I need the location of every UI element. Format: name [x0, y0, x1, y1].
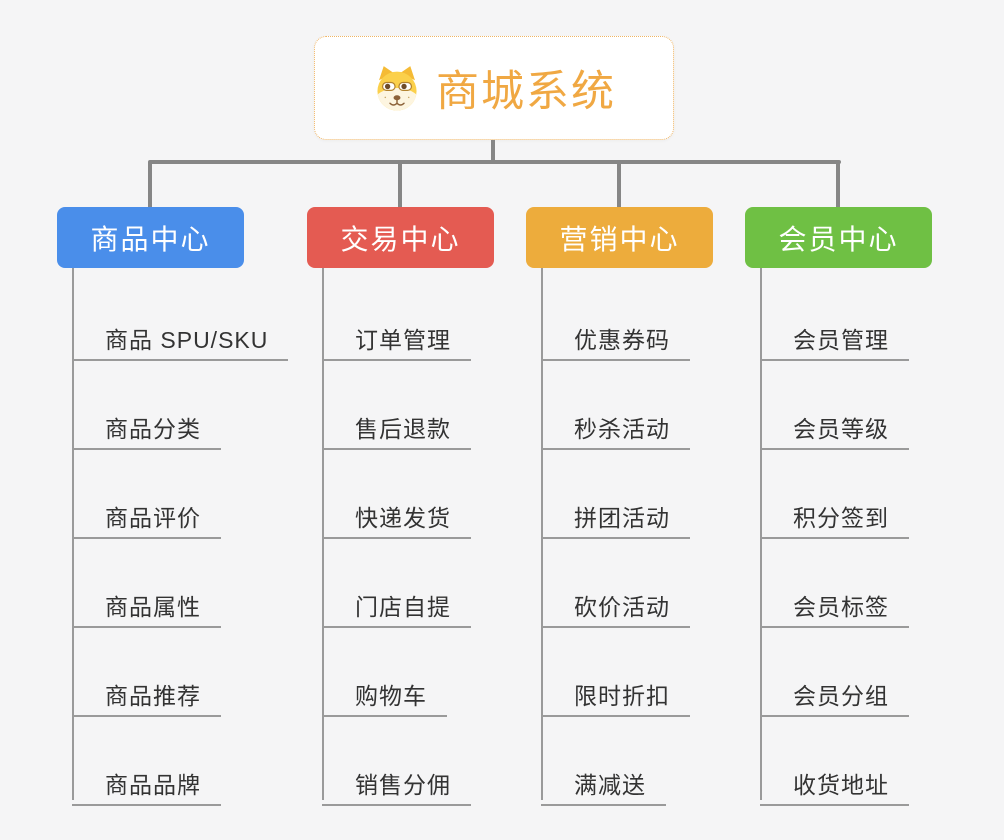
leaf-label: 会员分组 [793, 682, 889, 709]
leaf-label: 门店自提 [355, 593, 451, 620]
leaf-label: 拼团活动 [574, 504, 670, 531]
leaf-label: 秒杀活动 [574, 415, 670, 442]
leaf-node[interactable]: 商品评价 [72, 489, 221, 539]
leaf-node[interactable]: 售后退款 [322, 400, 471, 450]
leaf-node[interactable]: 会员分组 [760, 667, 909, 717]
leaf-node[interactable]: 商品 SPU/SKU [72, 311, 289, 361]
branch-drop-line [398, 162, 402, 208]
leaf-node[interactable]: 销售分佣 [322, 756, 471, 806]
shiba-dog-icon [377, 66, 417, 111]
leaf-label: 收货地址 [793, 771, 889, 798]
leaf-node[interactable]: 订单管理 [322, 311, 471, 361]
leaf-node[interactable]: 砍价活动 [541, 578, 690, 628]
branch-trunk-line [760, 268, 762, 800]
branch-drop-line [836, 162, 840, 208]
leaf-node[interactable]: 限时折扣 [541, 667, 690, 717]
leaf-label: 砍价活动 [574, 593, 670, 620]
leaf-node[interactable]: 快递发货 [322, 489, 471, 539]
leaf-node[interactable]: 购物车 [322, 667, 447, 717]
branch-node-marketing-center[interactable]: 营销中心 [526, 207, 713, 268]
branch-trunk-line [72, 268, 74, 800]
leaf-label: 快递发货 [355, 504, 451, 531]
leaf-node[interactable]: 会员等级 [760, 400, 909, 450]
leaf-label: 售后退款 [355, 415, 451, 442]
branch-trunk-line [541, 268, 543, 800]
root-node-mall-system[interactable]: 商城系统 [314, 36, 674, 140]
leaf-node[interactable]: 拼团活动 [541, 489, 690, 539]
leaf-node[interactable]: 积分签到 [760, 489, 909, 539]
leaf-label: 商品 SPU/SKU [105, 326, 269, 353]
leaf-label: 订单管理 [355, 326, 451, 353]
leaf-node[interactable]: 门店自提 [322, 578, 471, 628]
leaf-label: 销售分佣 [355, 771, 451, 798]
branch-member-center: 会员中心 会员管理 会员等级 积分签到 会员标签 会员分组 收货地址 [745, 0, 975, 840]
branch-trunk-line [322, 268, 324, 800]
root-node-title: 商城系统 [436, 68, 616, 116]
branch-node-member-center[interactable]: 会员中心 [745, 207, 932, 268]
leaf-label: 限时折扣 [574, 682, 670, 709]
branch-node-product-center[interactable]: 商品中心 [57, 207, 244, 268]
leaf-node[interactable]: 会员标签 [760, 578, 909, 628]
leaf-node[interactable]: 收货地址 [760, 756, 909, 806]
branch-drop-line [617, 162, 621, 208]
leaf-node[interactable]: 秒杀活动 [541, 400, 690, 450]
leaf-label: 商品评价 [105, 504, 201, 531]
root-stub-line [491, 140, 495, 162]
leaf-label: 商品属性 [105, 593, 201, 620]
leaf-label: 商品推荐 [105, 682, 201, 709]
connector-horizontal-line [148, 160, 841, 164]
leaf-label: 会员等级 [793, 415, 889, 442]
branch-node-trade-center[interactable]: 交易中心 [307, 207, 494, 268]
leaf-label: 购物车 [355, 682, 427, 709]
leaf-node[interactable]: 会员管理 [760, 311, 909, 361]
leaf-label: 会员管理 [793, 326, 889, 353]
leaf-node[interactable]: 商品分类 [72, 400, 221, 450]
leaf-node[interactable]: 商品属性 [72, 578, 221, 628]
leaf-node[interactable]: 商品品牌 [72, 756, 221, 806]
leaf-label: 满减送 [574, 771, 646, 798]
leaf-label: 优惠券码 [574, 326, 670, 353]
leaf-node[interactable]: 优惠券码 [541, 311, 690, 361]
leaf-label: 积分签到 [793, 504, 889, 531]
leaf-node[interactable]: 商品推荐 [72, 667, 221, 717]
branch-trade-center: 交易中心 订单管理 售后退款 快递发货 门店自提 购物车 销售分佣 [307, 0, 537, 840]
leaf-node[interactable]: 满减送 [541, 756, 666, 806]
leaf-label: 商品分类 [105, 415, 201, 442]
leaf-label: 商品品牌 [105, 771, 201, 798]
branch-drop-line [148, 162, 152, 208]
branch-marketing-center: 营销中心 优惠券码 秒杀活动 拼团活动 砍价活动 限时折扣 满减送 [526, 0, 756, 840]
leaf-label: 会员标签 [793, 593, 889, 620]
branch-product-center: 商品中心 商品 SPU/SKU 商品分类 商品评价 商品属性 商品推荐 商品品牌 [57, 0, 289, 840]
